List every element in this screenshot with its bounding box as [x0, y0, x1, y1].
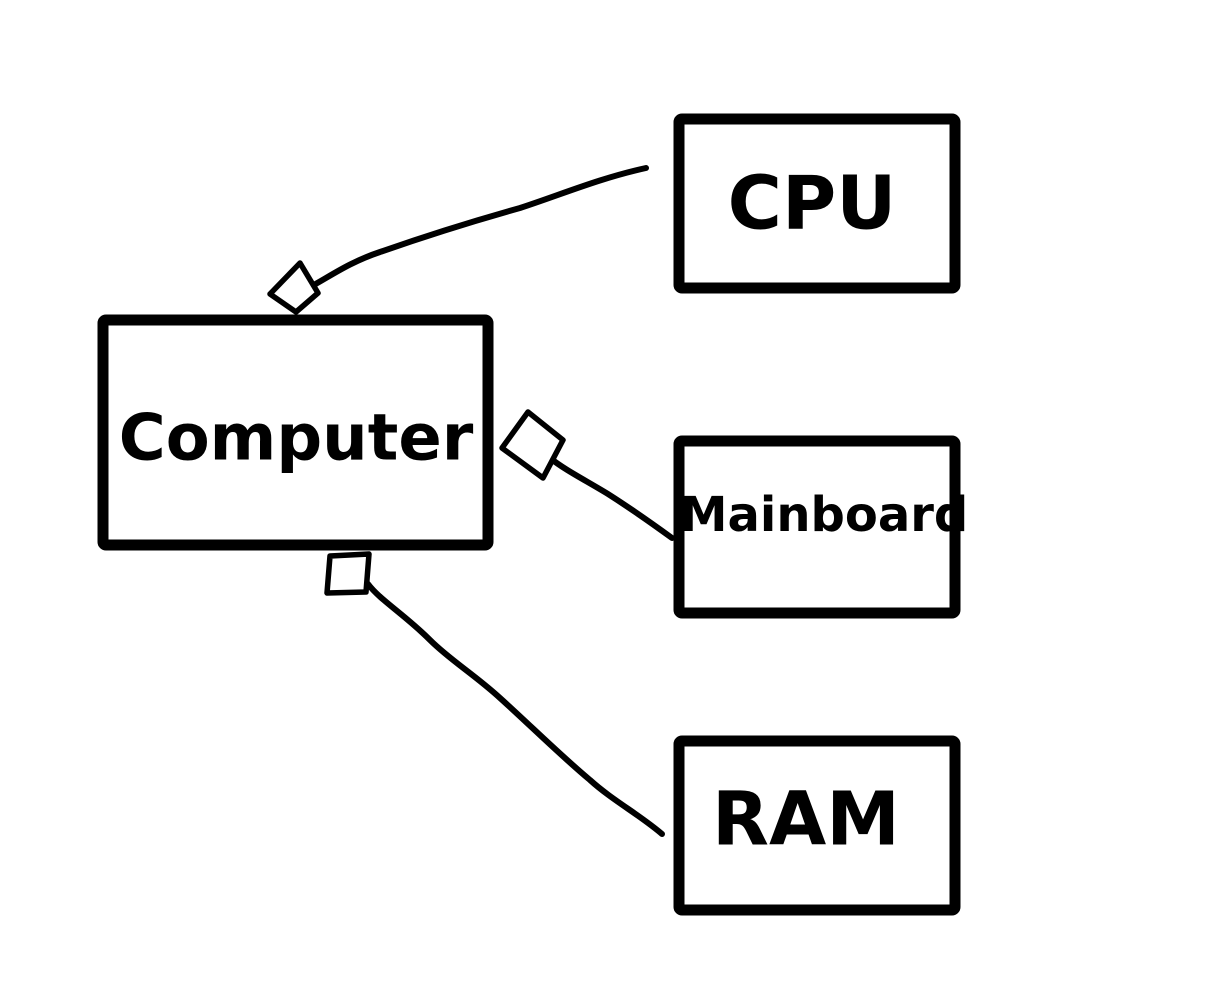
computer-label: Computer — [119, 402, 474, 476]
connector-line-cpu — [309, 165, 649, 289]
node-mainboard: Mainboard — [673, 435, 969, 619]
computer-box — [97, 314, 494, 551]
square-marker-ram — [324, 551, 372, 596]
ram-box — [673, 735, 961, 916]
cpu-label: CPU — [728, 161, 897, 247]
mainboard-label: Mainboard — [680, 487, 969, 543]
relation-ram-computer — [324, 551, 665, 837]
node-ram: RAM — [673, 735, 961, 916]
node-computer: Computer — [97, 314, 494, 551]
diamond-marker-cpu — [267, 260, 321, 315]
cpu-box — [673, 113, 961, 294]
connector-line-ram — [365, 581, 665, 837]
relation-cpu-computer — [267, 165, 649, 315]
ram-label: RAM — [712, 777, 900, 863]
connector-line-mainboard — [547, 455, 675, 541]
relation-mainboard-computer — [499, 409, 675, 541]
mainboard-box — [673, 435, 961, 619]
node-cpu: CPU — [673, 113, 961, 294]
diamond-marker-mainboard — [499, 409, 566, 481]
